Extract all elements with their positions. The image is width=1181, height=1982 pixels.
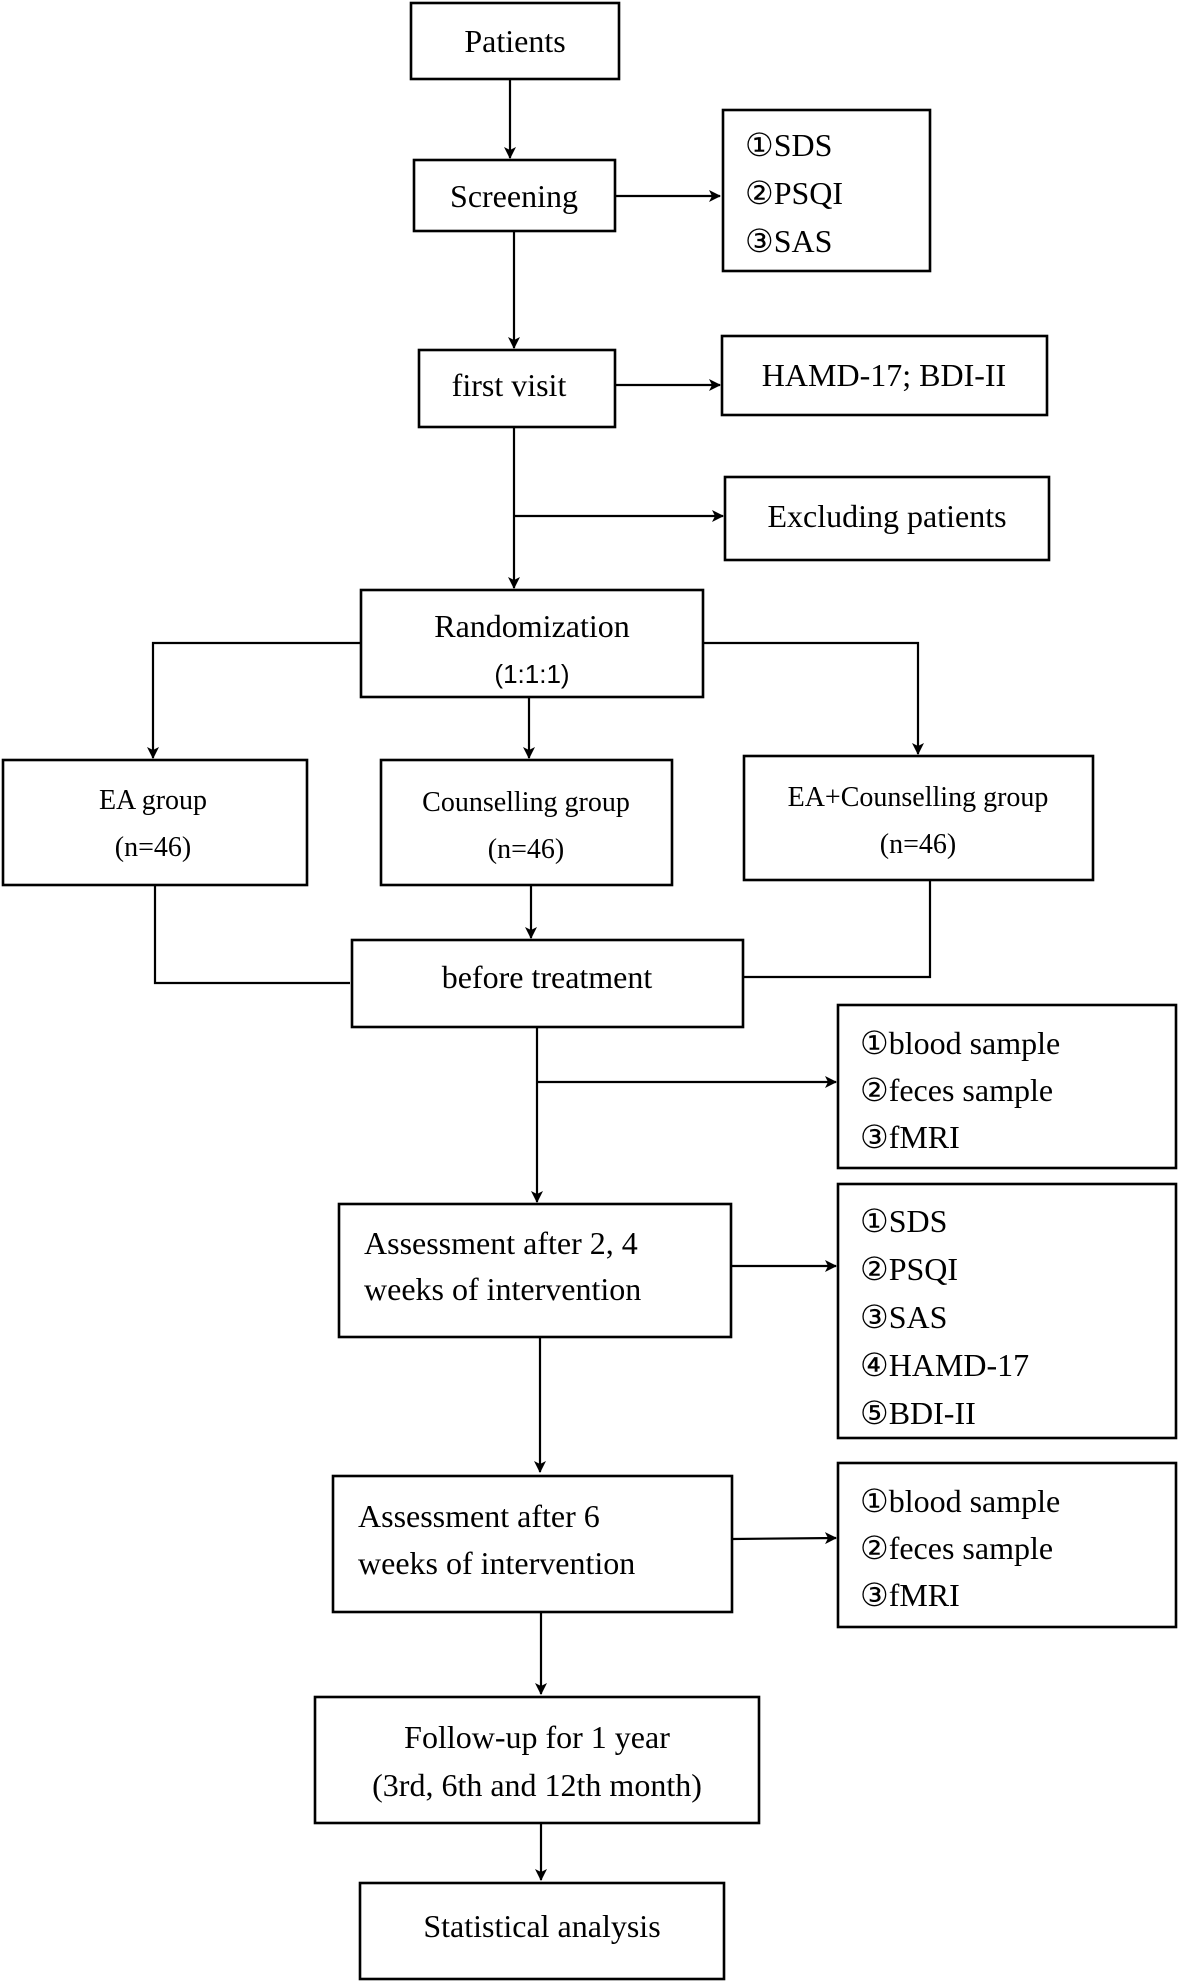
box-counselling-group: Counselling group (n=46) <box>379 758 674 887</box>
box-screening-scales: ①SDS ②PSQI ③SAS <box>721 108 932 273</box>
first-visit-label: first visit <box>452 367 567 403</box>
box-before-treatment: before treatment <box>350 938 745 1029</box>
assessment-2-4-line-1: Assessment after 2, 4 <box>364 1225 638 1261</box>
box-ea-group: EA group (n=46) <box>1 758 309 887</box>
samples-2-item-3: ③fMRI <box>860 1577 960 1613</box>
ea-group-count: (n=46) <box>115 832 191 863</box>
box-samples-2: ①blood sample ②feces sample ③fMRI <box>836 1461 1178 1629</box>
box-ea-counselling-group: EA+Counselling group (n=46) <box>742 754 1095 882</box>
line-randomization-to-ea-counselling <box>703 641 924 755</box>
box-follow-up: Follow-up for 1 year (3rd, 6th and 12th … <box>313 1695 761 1825</box>
counselling-group-count: (n=46) <box>488 834 564 865</box>
line-ea-counselling-to-before <box>743 880 932 979</box>
samples-2-item-1: ①blood sample <box>860 1483 1060 1519</box>
box-excluding: Excluding patients <box>723 475 1051 562</box>
patients-label: Patients <box>464 23 565 59</box>
samples-1-item-3: ③fMRI <box>860 1119 960 1155</box>
assessment-scale-1: ①SDS <box>860 1203 947 1239</box>
line-randomization-to-ea <box>147 641 361 759</box>
ea-counselling-group-count: (n=46) <box>880 829 956 860</box>
connectors <box>147 79 932 1881</box>
before-treatment-label: before treatment <box>442 959 653 995</box>
box-assessment-scales: ①SDS ②PSQI ③SAS ④HAMD-17 ⑤BDI-II <box>836 1182 1178 1440</box>
excluding-label: Excluding patients <box>767 498 1006 534</box>
screening-scale-2: ②PSQI <box>745 175 843 211</box>
screening-scale-3: ③SAS <box>745 223 832 259</box>
ea-counselling-group-label: EA+Counselling group <box>788 782 1049 813</box>
samples-2-item-2: ②feces sample <box>860 1530 1053 1566</box>
assessment-scale-4: ④HAMD-17 <box>860 1347 1029 1383</box>
box-first-visit-scales: HAMD-17; BDI-II <box>720 334 1049 417</box>
box-randomization: Randomization (1:1:1) <box>359 588 705 699</box>
box-assessment-2-4: Assessment after 2, 4 weeks of intervent… <box>337 1202 733 1339</box>
line-ea-to-before <box>153 885 350 985</box>
arrow-assessment-6-to-samples <box>731 1532 837 1545</box>
assessment-2-4-line-2: weeks of intervention <box>364 1271 641 1307</box>
samples-1-item-2: ②feces sample <box>860 1072 1053 1108</box>
first-visit-scales-label: HAMD-17; BDI-II <box>762 357 1006 393</box>
box-assessment-6: Assessment after 6 weeks of intervention <box>331 1474 734 1614</box>
follow-up-line-1: Follow-up for 1 year <box>404 1719 670 1755</box>
follow-up-line-2: (3rd, 6th and 12th month) <box>372 1767 702 1803</box>
assessment-6-line-1: Assessment after 6 <box>358 1498 600 1534</box>
assessment-scale-3: ③SAS <box>860 1299 947 1335</box>
statistical-label: Statistical analysis <box>423 1908 660 1944</box>
box-statistical: Statistical analysis <box>358 1881 726 1981</box>
samples-1-item-1: ①blood sample <box>860 1025 1060 1061</box>
assessment-scale-2: ②PSQI <box>860 1251 958 1287</box>
screening-scale-1: ①SDS <box>745 127 832 163</box>
box-screening: Screening <box>412 158 617 233</box>
assessment-6-line-2: weeks of intervention <box>358 1545 635 1581</box>
randomization-label: Randomization <box>434 608 630 644</box>
assessment-scale-5: ⑤BDI-II <box>860 1395 976 1431</box>
ea-group-label: EA group <box>99 785 207 816</box>
box-patients: Patients <box>409 1 621 81</box>
screening-label: Screening <box>450 178 578 214</box>
box-samples-1: ①blood sample ②feces sample ③fMRI <box>836 1003 1178 1170</box>
box-first-visit: first visit <box>417 348 617 429</box>
counselling-group-label: Counselling group <box>422 787 630 818</box>
randomization-ratio: (1:1:1) <box>494 659 569 689</box>
